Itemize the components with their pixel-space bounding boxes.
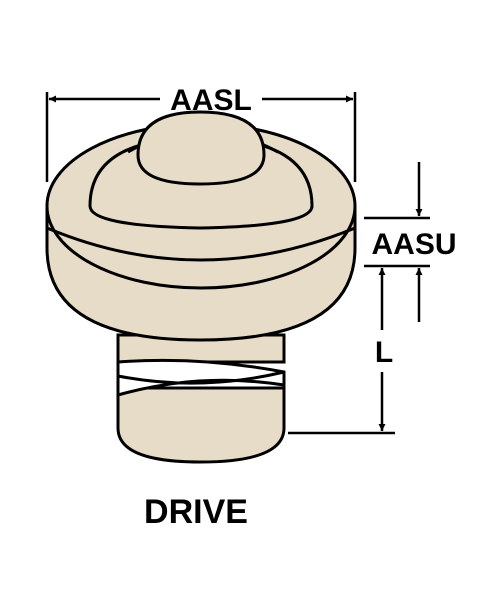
head-rim-edge [46,226,356,262]
l-label: L [375,336,393,369]
shank-lower-body [116,386,286,464]
dimension-aasl [45,92,357,182]
dimension-aasu [364,162,430,322]
head [45,110,357,342]
aasl-label: AASL [170,84,252,117]
caption: DRIVE [144,493,248,531]
shank [116,333,286,464]
head-dome [136,110,266,186]
aasu-label: AASU [371,228,456,261]
dimension-l [288,268,395,435]
thread-helix [116,358,286,397]
thread-helix-back [117,370,285,385]
